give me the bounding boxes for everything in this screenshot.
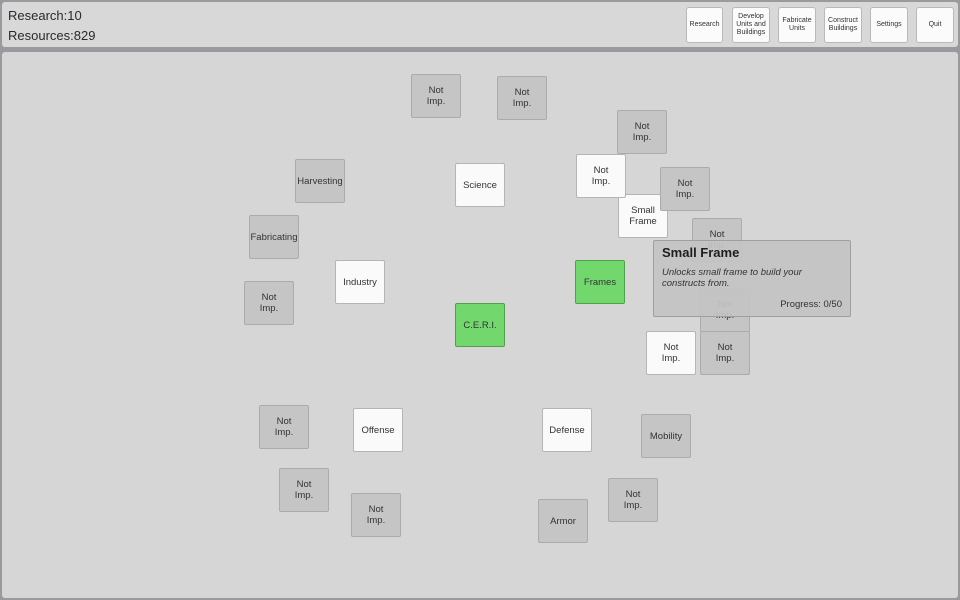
develop-button-label: Develop Units and Buildings [736, 13, 766, 36]
tech-node-ceri[interactable]: C.E.R.I. [455, 303, 505, 347]
tech-node-fabricating[interactable]: Fabricating [249, 215, 299, 259]
fabricate-units-button[interactable]: Fabricate Units [778, 7, 816, 43]
tech-node-ni-9[interactable]: Not Imp. [700, 331, 750, 375]
tech-node-defense[interactable]: Defense [542, 408, 592, 452]
tech-node-ni-3[interactable]: Not Imp. [617, 110, 667, 154]
tech-node-harvesting[interactable]: Harvesting [295, 159, 345, 203]
tech-node-mobility[interactable]: Mobility [641, 414, 691, 458]
tech-node-ni-1[interactable]: Not Imp. [411, 74, 461, 118]
research-counter: Research:10 [8, 8, 82, 23]
node-tooltip: Small Frame Unlocks small frame to build… [653, 240, 851, 317]
tech-node-small-frame[interactable]: Small Frame [618, 194, 668, 238]
tech-node-ni-5[interactable]: Not Imp. [660, 167, 710, 211]
tech-node-ni-13[interactable]: Not Imp. [351, 493, 401, 537]
tech-node-offense[interactable]: Offense [353, 408, 403, 452]
settings-button[interactable]: Settings [870, 7, 908, 43]
tech-node-ni-10[interactable]: Not Imp. [244, 281, 294, 325]
tech-node-ni-12[interactable]: Not Imp. [279, 468, 329, 512]
construct-buildings-button[interactable]: Construct Buildings [824, 7, 862, 43]
quit-button[interactable]: Quit [916, 7, 954, 43]
develop-units-buildings-button[interactable]: Develop Units and Buildings [732, 7, 770, 43]
fabricate-button-label: Fabricate Units [782, 17, 812, 32]
resources-counter: Resources:829 [8, 28, 96, 43]
tech-node-ni-11[interactable]: Not Imp. [259, 405, 309, 449]
tech-node-ni-8[interactable]: Not Imp. [646, 331, 696, 375]
settings-button-label: Settings [876, 21, 902, 28]
tech-node-ni-2[interactable]: Not Imp. [497, 76, 547, 120]
tooltip-description: Unlocks small frame to build your constr… [662, 267, 802, 289]
tech-node-ni-4[interactable]: Not Imp. [576, 154, 626, 198]
tech-node-ni-14[interactable]: Not Imp. [608, 478, 658, 522]
quit-button-label: Quit [928, 21, 942, 28]
tech-node-frames[interactable]: Frames [575, 260, 625, 304]
research-button[interactable]: Research [686, 7, 723, 43]
tech-node-industry[interactable]: Industry [335, 260, 385, 304]
top-bar: Research:10 Resources:829 Research Devel… [2, 2, 958, 47]
construct-button-label: Construct Buildings [828, 17, 858, 32]
tooltip-title: Small Frame [662, 245, 740, 260]
research-button-label: Research [689, 21, 720, 28]
tech-node-armor[interactable]: Armor [538, 499, 588, 543]
tech-node-science[interactable]: Science [455, 163, 505, 207]
tooltip-progress: Progress: 0/50 [780, 299, 842, 310]
